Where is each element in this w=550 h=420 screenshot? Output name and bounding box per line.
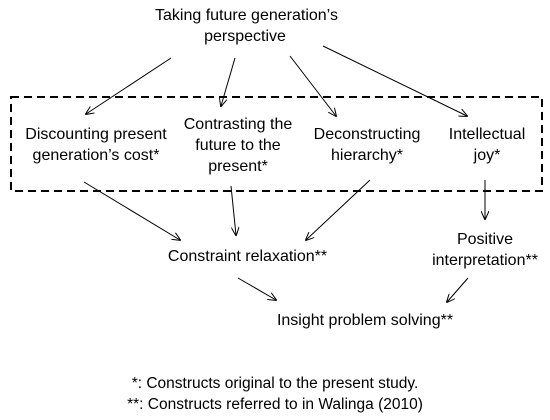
arrow-root-to-intellectual	[322, 45, 467, 116]
arrow-contrasting-to-constraint	[230, 185, 236, 235]
arrow-discounting-to-constraint	[83, 181, 180, 240]
footnote-walinga-constructs: **: Constructs referred to in Walinga (2…	[127, 396, 423, 413]
footnote-original-constructs: *: Constructs original to the present st…	[131, 375, 419, 392]
arrow-root-to-contrasting	[221, 57, 236, 106]
arrow-positive-to-insight	[447, 277, 469, 302]
arrow-constraint-to-insight	[237, 277, 276, 300]
arrow-root-to-deconstructing	[289, 55, 336, 116]
node-discounting-present-cost: Discounting present generation’s cost*	[25, 126, 167, 164]
node-future-generation-perspective: Taking future generation’s perspective	[155, 7, 338, 45]
arrow-deconstructing-to-constraint	[306, 179, 371, 240]
arrow-root-to-discounting	[86, 57, 172, 114]
footnotes: *: Constructs original to the present st…	[0, 373, 550, 415]
node-contrasting-future-present: Contrasting the future to the present*	[183, 116, 293, 175]
node-deconstructing-hierarchy: Deconstructing hierarchy*	[313, 126, 421, 164]
node-intellectual-joy: Intellectual joy*	[448, 126, 526, 164]
node-constraint-relaxation: Constraint relaxation**	[167, 248, 328, 265]
node-positive-interpretation: Positive interpretation**	[432, 231, 538, 269]
grouping-dashed-box	[10, 96, 543, 192]
node-insight-problem-solving: Insight problem solving**	[276, 312, 454, 329]
